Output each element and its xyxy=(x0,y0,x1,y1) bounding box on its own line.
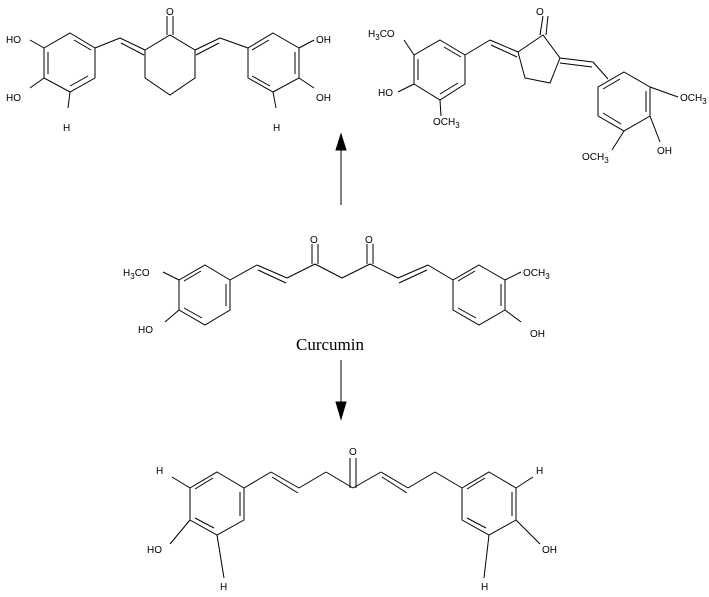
label-o: O xyxy=(166,7,174,18)
label-ho: HO xyxy=(147,545,162,556)
molecule-curcumin: H3CO HO O O OCH3 OH Curcumin xyxy=(123,235,550,354)
top-left-ring-b xyxy=(247,32,300,93)
molecule-bottom: H HO H O H OH H xyxy=(147,447,557,593)
label-h: H xyxy=(536,466,543,477)
top-right-ring-a xyxy=(413,39,466,101)
top-left-ring-a xyxy=(43,32,96,93)
label-h3co: H3CO xyxy=(123,268,150,281)
label-ho: HO xyxy=(6,93,21,104)
label-oh: OH xyxy=(542,545,557,556)
label-o: O xyxy=(536,7,544,18)
arrow-up-head xyxy=(335,132,347,151)
label-och3: OCH3 xyxy=(680,93,707,106)
curcumin-ring-a xyxy=(178,264,231,326)
arrow-down-head xyxy=(335,401,347,421)
label-oh: OH xyxy=(530,329,545,340)
label-oh: OH xyxy=(316,35,331,46)
label-h3co: OCH3 xyxy=(582,152,609,165)
label-h: H xyxy=(63,123,70,134)
label-och3: OCH3 xyxy=(433,117,460,130)
cyclopentanone-ring xyxy=(517,34,561,84)
label-oh: OH xyxy=(657,146,672,157)
label-oh: OH xyxy=(316,93,331,104)
label-ho: HO xyxy=(6,35,21,46)
arrow-down xyxy=(335,360,347,421)
label-o: O xyxy=(365,235,373,246)
bottom-ring-a xyxy=(189,471,245,536)
curcumin-title: Curcumin xyxy=(296,335,364,354)
bottom-ring-b xyxy=(461,471,517,536)
molecule-top-right: H3CO HO OCH3 O OCH3 OH OCH3 xyxy=(368,7,707,165)
label-och3: OCH3 xyxy=(523,268,550,281)
label-o: O xyxy=(349,447,357,458)
label-o: O xyxy=(310,235,318,246)
label-ho: HO xyxy=(378,88,393,99)
curcumin-ring-b xyxy=(452,264,506,326)
label-h: H xyxy=(156,466,163,477)
label-h3co: H3CO xyxy=(368,29,395,42)
arrow-up xyxy=(335,132,347,205)
molecule-top-left: HO HO H O OH OH H xyxy=(6,7,331,134)
label-h: H xyxy=(481,582,488,592)
top-right-ring-b xyxy=(597,71,651,132)
label-h: H xyxy=(273,123,280,134)
label-h: H xyxy=(220,582,227,592)
label-ho: HO xyxy=(138,325,153,336)
cyclohexanone-ring xyxy=(144,34,196,96)
